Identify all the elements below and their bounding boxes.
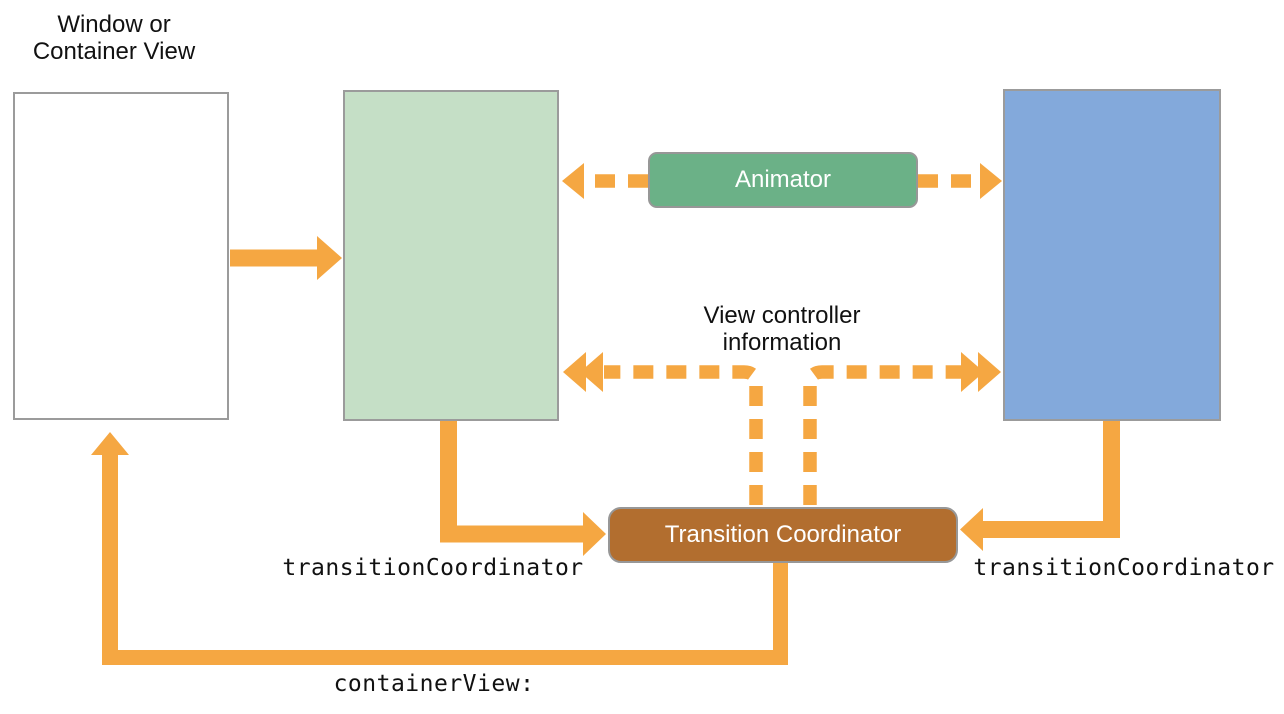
container-view-label: containerView: — [333, 671, 535, 697]
to-view-controller-box — [1003, 89, 1221, 421]
window-container-view-box — [13, 92, 229, 420]
animator-pill: Animator — [648, 152, 918, 208]
transition-coordinator-left-label: transitionCoordinator — [282, 555, 584, 581]
arrow-from-view-to-coordinator — [440, 421, 606, 556]
arrow-to-view-to-coordinator — [960, 421, 1120, 551]
dashed-arrow-info-to-from-view — [563, 352, 763, 505]
arrow-window-to-from-view — [230, 236, 342, 280]
transition-coordinator-right-label: transitionCoordinator — [973, 555, 1275, 581]
from-view-controller-box — [343, 90, 559, 421]
view-controller-info-label: View controller information — [703, 302, 861, 356]
transition-coordinator-label: Transition Coordinator — [664, 521, 902, 548]
animator-label: Animator — [734, 166, 832, 193]
dashed-arrow-animator-right — [918, 163, 1002, 199]
dashed-arrow-animator-left — [562, 163, 648, 199]
transition-coordinator-pill: Transition Coordinator — [608, 507, 958, 563]
window-label: Window or Container View — [32, 11, 196, 65]
dashed-arrow-info-to-to-view — [803, 352, 1001, 505]
